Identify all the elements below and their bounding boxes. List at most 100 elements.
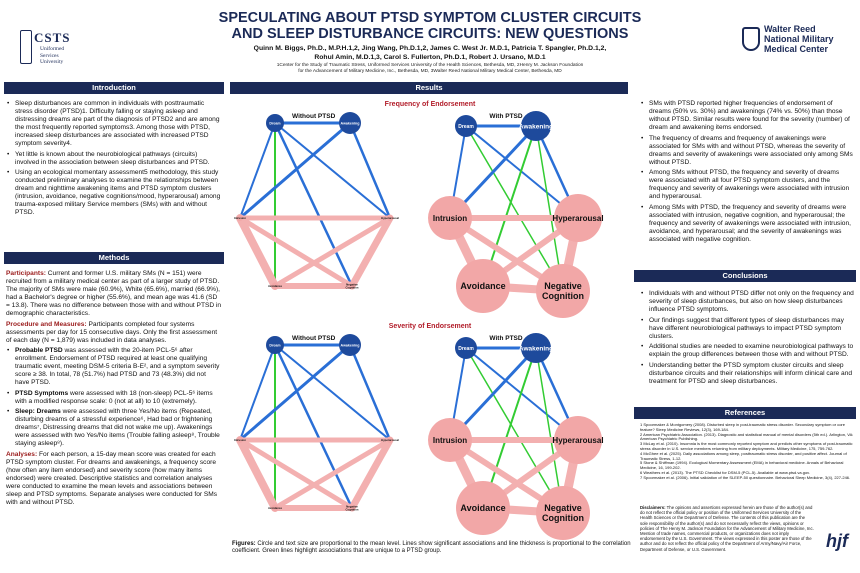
node-hyper <box>554 416 602 464</box>
association-line-intr-avoid <box>236 214 279 290</box>
severity-figure-title: Severity of Endorsement <box>388 323 472 330</box>
intro-bullet: Yet little is known about the neurobiolo… <box>6 151 222 167</box>
reference-item: 3 McLay et al. (2010). Insomnia is the m… <box>640 441 853 451</box>
reference-item: 5 Stone & Shiffman (1994). Ecological Mo… <box>640 460 844 471</box>
walter-reed-wordmark: Walter Reed National Military Medical Ce… <box>764 24 834 54</box>
association-line-awk-neg <box>535 125 564 292</box>
association-line-awk-hyper <box>348 121 392 220</box>
csts-wordmark: CSTS <box>34 30 71 45</box>
references-list: 1 Spoormaker & Montgomery (2008). Distur… <box>640 422 854 481</box>
node-dream <box>266 336 284 354</box>
node-intr <box>428 196 472 240</box>
association-line-dream-intr <box>239 122 276 219</box>
node-avoid <box>271 504 279 512</box>
node-avoid <box>456 481 510 535</box>
association-line-awk-intr <box>238 343 352 442</box>
group-label-with-ptsd: With PTSD <box>489 335 522 342</box>
association-line-dream-hyper <box>274 344 391 441</box>
analyses-text: For each person, a 15-day mean score was… <box>6 450 218 506</box>
node-label-avoid: Avoidance <box>268 506 282 510</box>
walter-reed-logo: Walter Reed National Military Medical Ce… <box>742 24 854 60</box>
intro-bullet: Sleep disturbances are common in individ… <box>6 100 222 148</box>
group-label-with-ptsd: With PTSD <box>489 113 522 120</box>
node-label-awk: Awakening <box>519 123 553 130</box>
reference-item: 1 Spoormaker & Montgomery (2008). Distur… <box>640 422 845 432</box>
node-label-dream: Dream <box>458 124 474 130</box>
node-label-hyper: Hyperarousal <box>552 436 603 445</box>
results-bullet: The frequency of dreams and frequency of… <box>640 135 854 167</box>
association-line-dream-neg <box>465 125 564 292</box>
walter-reed-emblem-icon <box>742 27 760 51</box>
node-neg <box>536 264 590 318</box>
node-label-awk: Awakening <box>341 343 360 347</box>
association-line-awk-neg <box>535 347 564 514</box>
node-dream <box>455 337 477 359</box>
frequency-figure-title: Frequency of Endorsement <box>384 101 476 108</box>
association-line-intr-avoid <box>236 436 279 512</box>
affiliations: 1Center for the Study of Traumatic Stres… <box>276 63 584 74</box>
association-line-intr-neg <box>237 215 355 289</box>
results-bullet: SMs with PTSD reported higher frequencie… <box>640 100 854 132</box>
analyses-label: Analyses: <box>6 450 38 458</box>
methods-bullet: Probable PTSD was assessed with the 20-i… <box>6 347 222 387</box>
node-intr <box>237 215 243 221</box>
introduction-header: Introduction <box>4 82 224 94</box>
results-header: Results <box>230 82 628 94</box>
node-label-intr: Intrusion <box>433 436 467 445</box>
methods-bullet: PTSD Symptoms were assessed with 18 (non… <box>6 390 222 406</box>
node-neg <box>536 486 590 540</box>
node-awk <box>339 112 361 134</box>
node-label-awk: Awakening <box>519 345 553 352</box>
author-list: Quinn M. Biggs, Ph.D., M.P.H.1,2, Jing W… <box>253 45 607 61</box>
conclusions-body: Individuals with and without PTSD differ… <box>640 290 854 388</box>
reference-item: 7 Spoormaker et al. (2006). Initial vali… <box>640 474 851 480</box>
node-neg <box>349 283 355 289</box>
association-line-hyper-neg <box>348 214 394 290</box>
group-label-without-ptsd: Without PTSD <box>292 335 336 342</box>
usu-logo: CSTS Uniformed Services University <box>6 8 86 68</box>
usu-wordmark: Uniformed Services University <box>40 46 65 65</box>
introduction-body: Sleep disturbances are common in individ… <box>6 100 222 220</box>
methods-bullet: Sleep: Dreams were assessed with three Y… <box>6 408 222 448</box>
association-line-dream-neg <box>273 121 354 288</box>
reference-item: 6 Weathers et al. (2013). The PTSD Check… <box>640 469 810 475</box>
intro-bullet: Using an ecological momentary assessment… <box>6 169 222 217</box>
association-line-hyper-avoid <box>272 215 393 289</box>
results-bullet: Among SMs without PTSD, the frequency an… <box>640 169 854 201</box>
node-label-avoid: Avoidance <box>460 503 505 513</box>
node-label-avoid: Avoidance <box>268 284 282 288</box>
participants-text: Current and former U.S. military SMs (N … <box>6 270 222 317</box>
procedure-label: Procedure and Measures: <box>6 320 87 328</box>
hjf-logo: hjf <box>826 531 848 551</box>
association-line-dream-intr <box>239 344 276 441</box>
references-header: References <box>634 407 856 419</box>
node-label-intr: Intrusion <box>234 216 246 220</box>
node-label-intr: Intrusion <box>234 438 246 442</box>
disclaimer: Disclaimers: The opinions and assertions… <box>640 505 814 552</box>
association-line-dream-neg <box>465 347 564 514</box>
results-bullet: Among SMs with PTSD, the frequency and s… <box>640 204 854 244</box>
methods-header: Methods <box>4 252 224 264</box>
results-text: SMs with PTSD reported higher frequencie… <box>640 100 854 246</box>
association-line-dream-neg <box>273 343 354 510</box>
node-label-dream: Dream <box>458 346 474 352</box>
association-line-awk-avoid <box>482 347 537 509</box>
node-label-dream: Dream <box>269 121 280 125</box>
node-avoid <box>271 282 279 290</box>
association-line-awk-avoid <box>482 125 537 287</box>
node-intr <box>428 418 472 462</box>
association-line-awk-intr <box>238 121 352 220</box>
node-hyper <box>387 437 393 443</box>
node-dream <box>455 115 477 137</box>
reference-item: 2 American Psychiatric Association. (201… <box>640 431 854 442</box>
association-line-dream-hyper <box>274 122 391 219</box>
procedure-text: Participants completed four systems asse… <box>6 320 218 344</box>
usu-emblem-icon <box>20 30 32 64</box>
node-awk <box>521 111 551 141</box>
node-hyper <box>554 194 602 242</box>
